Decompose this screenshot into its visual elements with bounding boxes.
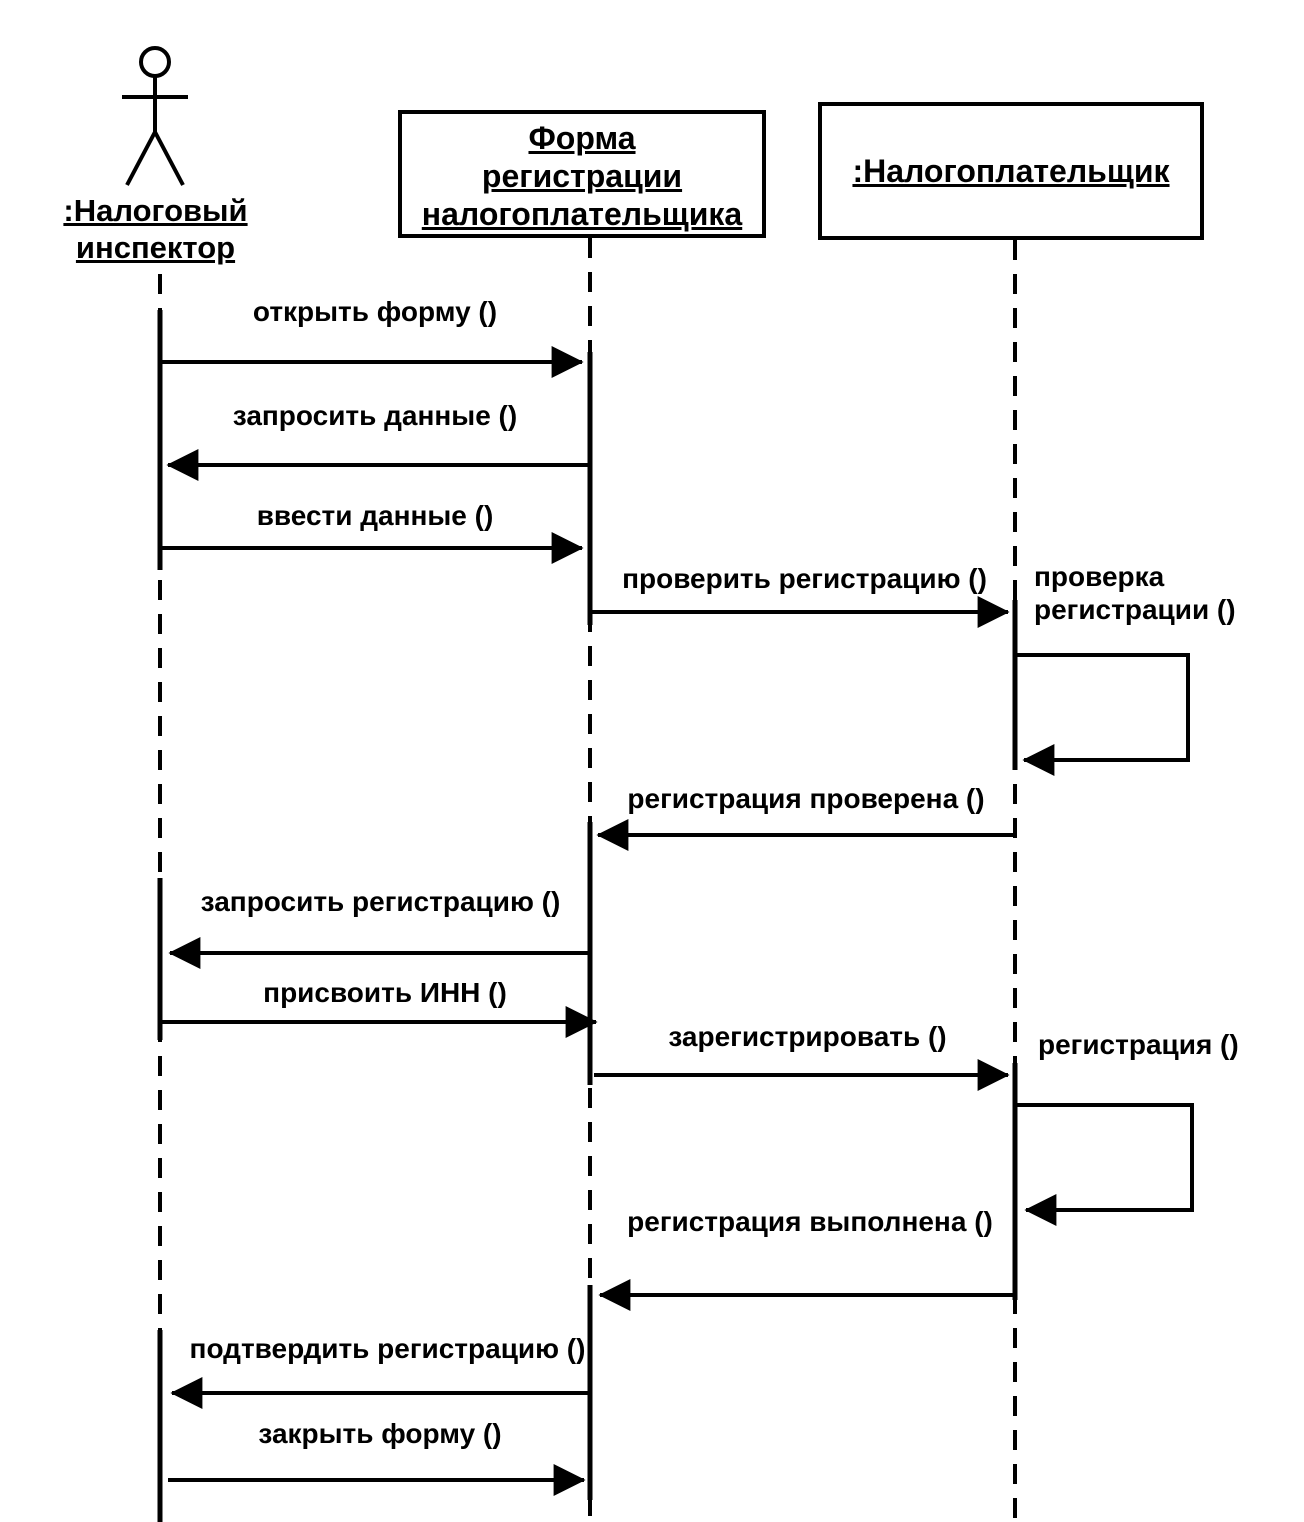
actor-label-line2: инспектор [75, 230, 236, 265]
object-box-taxpayer: :Налогоплательщик [818, 102, 1204, 240]
message-label-confirm-registration: подтвердить регистрацию () [189, 1333, 586, 1364]
object-form-line2: регистрации [481, 158, 683, 194]
self-label-line2: регистрации () [1034, 594, 1236, 625]
message-label-enter-data: ввести данные () [256, 500, 494, 531]
self-call-register [1017, 1103, 1194, 1226]
message-label-registration-done: регистрация выполнена () [627, 1206, 993, 1237]
message-label-open-form: открыть форму () [252, 296, 498, 327]
actor-leg-left [125, 131, 157, 186]
actor-icon [122, 46, 188, 186]
message-label-register-self: регистрация () [1038, 1029, 1239, 1060]
object-box-form: Форма регистрации налогоплательщика [398, 110, 766, 238]
object-form-line1: Форма [528, 120, 636, 156]
message-label-check-registration: проверить регистрацию () [622, 563, 987, 594]
self-call-check-registration [1017, 653, 1190, 776]
message-label-registration-checked: регистрация проверена () [627, 783, 985, 814]
message-label-request-data: запросить данные () [232, 400, 518, 431]
message-label-request-registration: запросить регистрацию () [200, 886, 561, 917]
actor-head [139, 46, 171, 78]
message-label-check-registration-self: проверка регистрации () [1034, 560, 1236, 626]
actor-label: :Налоговый инспектор [38, 192, 273, 266]
message-label-close-form: закрыть форму () [258, 1418, 502, 1449]
object-form-line3: налогоплательщика [421, 196, 743, 232]
actor-leg-right [153, 131, 185, 186]
message-label-assign-inn: присвоить ИНН () [263, 977, 507, 1008]
message-label-register: зарегистрировать () [668, 1021, 947, 1052]
self-label-line1: проверка [1034, 561, 1165, 592]
message-arrows [160, 346, 1194, 1496]
actor-label-line1: :Налоговый [63, 193, 248, 228]
object-taxpayer-label: :Налогоплательщик [852, 152, 1170, 189]
